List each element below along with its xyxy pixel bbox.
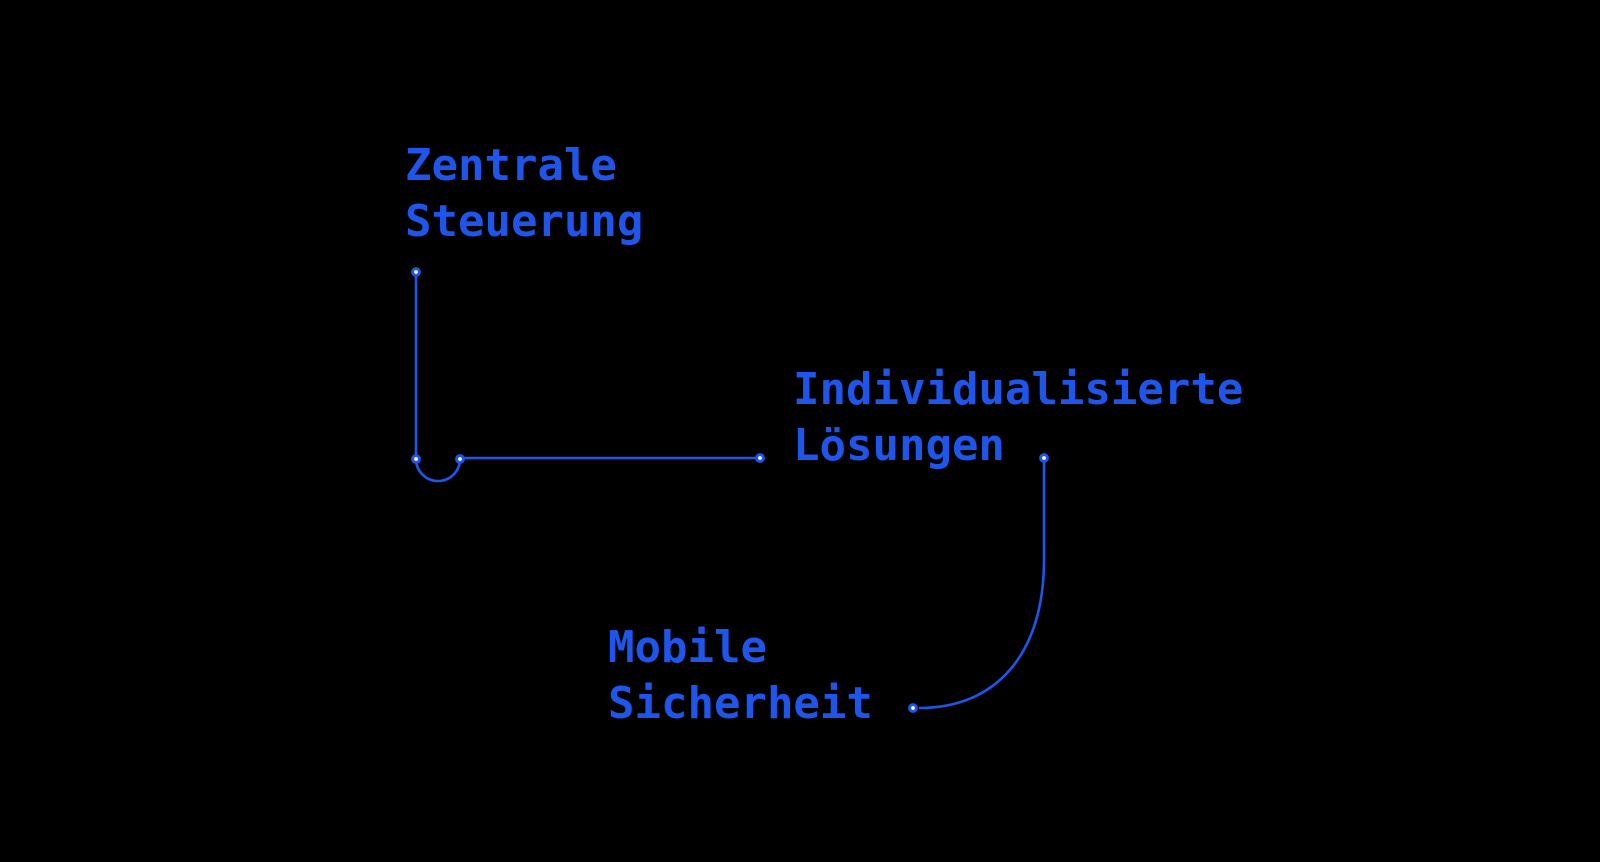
label-line: Sicherheit (608, 678, 873, 729)
node-dot-loesungen-bottom (1039, 453, 1049, 463)
label-line: Lösungen (793, 420, 1005, 471)
node-dot-arc-right (455, 454, 465, 464)
connector-arc-hop (414, 457, 462, 483)
node-dot-sicherheit (908, 703, 918, 713)
label-mobile-sicherheit: Mobile Sicherheit (608, 620, 873, 732)
label-line: Zentrale (405, 140, 617, 191)
label-zentrale-steuerung: Zentrale Steuerung (405, 138, 643, 250)
node-dot-arc-left (411, 454, 421, 464)
node-dot-zentrale-top (411, 267, 421, 277)
connector-curve (918, 456, 1046, 710)
label-line: Individualisierte (793, 364, 1244, 415)
node-dot-individualisierte (755, 453, 765, 463)
label-individualisierte-loesungen: Individualisierte Lösungen (793, 362, 1243, 474)
label-line: Mobile (608, 622, 767, 673)
label-line: Steuerung (405, 196, 644, 247)
